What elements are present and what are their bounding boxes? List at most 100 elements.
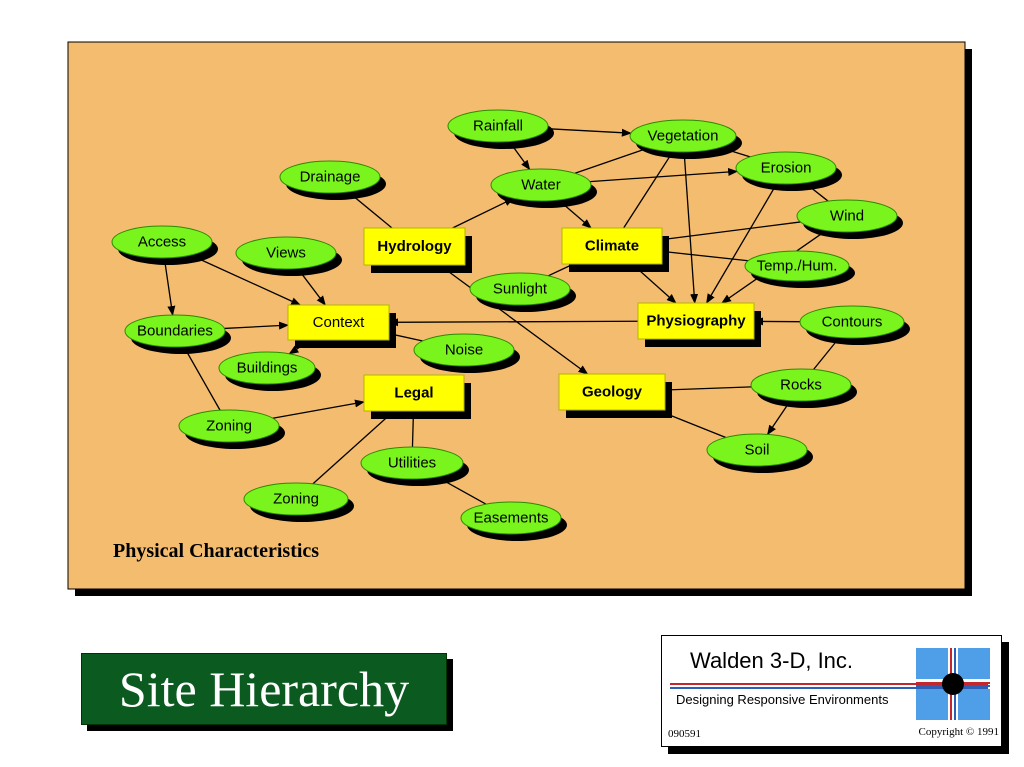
edge-access-boundaries xyxy=(163,257,176,317)
oval-label-wind: Wind xyxy=(830,208,864,225)
oval-shape xyxy=(735,151,837,185)
oval-label-zoning2: Zoning xyxy=(273,491,319,508)
edge-boundaries-zoning1 xyxy=(183,346,221,411)
oval-label-contours: Contours xyxy=(822,314,883,331)
oval-label-rainfall: Rainfall xyxy=(473,118,523,135)
edge-erosion-physiography xyxy=(706,183,778,304)
edge-vegetation-physiography xyxy=(683,151,699,304)
rect-shape xyxy=(363,227,466,266)
rect-shape xyxy=(287,304,390,341)
oval-node-easements: Easements xyxy=(460,501,567,541)
edge-water-vegetation xyxy=(574,147,649,174)
oval-label-zoning1: Zoning xyxy=(206,418,252,435)
oval-label-vegetation: Vegetation xyxy=(648,128,719,145)
oval-label-views: Views xyxy=(266,245,306,262)
oval-shape xyxy=(413,333,515,367)
rect-label-context: Context xyxy=(313,314,366,331)
oval-label-rocks: Rocks xyxy=(780,377,822,394)
copyright-notice: Copyright © 1991 xyxy=(918,726,999,738)
rect-label-physiography: Physiography xyxy=(646,313,746,330)
company-tagline: Designing Responsive Environments xyxy=(676,692,889,707)
oval-label-utilities: Utilities xyxy=(388,455,436,472)
oval-node-erosion: Erosion xyxy=(735,151,842,191)
company-name: Walden 3-D, Inc. xyxy=(690,648,854,673)
oval-label-boundaries: Boundaries xyxy=(137,323,213,340)
rect-node-context: Context xyxy=(287,304,396,348)
oval-shape xyxy=(796,199,898,233)
walden-logo-icon xyxy=(916,648,990,720)
rect-label-legal: Legal xyxy=(394,385,433,402)
oval-shape xyxy=(629,119,737,153)
oval-node-zoning2: Zoning xyxy=(243,482,354,522)
rect-shape xyxy=(637,302,755,340)
oval-node-water: Water xyxy=(490,168,597,208)
edge-access-context xyxy=(190,254,302,306)
oval-label-buildings: Buildings xyxy=(237,360,298,377)
edge-wind-climate xyxy=(661,221,801,241)
oval-node-wind: Wind xyxy=(796,199,903,239)
oval-node-boundaries: Boundaries xyxy=(124,314,231,354)
oval-label-drainage: Drainage xyxy=(300,169,361,186)
oval-shape xyxy=(178,409,280,443)
oval-label-soil: Soil xyxy=(744,442,769,459)
oval-node-temp: Temp./Hum. xyxy=(744,250,855,288)
rect-shape xyxy=(363,374,465,412)
oval-shape xyxy=(243,482,349,516)
page-title: Site Hierarchy xyxy=(81,653,447,725)
oval-shape xyxy=(279,160,381,194)
rect-node-legal: Legal xyxy=(363,374,471,419)
oval-node-contours: Contours xyxy=(799,305,910,345)
edge-boundaries-context xyxy=(224,321,289,330)
edge-water-erosion xyxy=(589,168,739,183)
rect-node-climate: Climate xyxy=(561,227,669,272)
oval-shape xyxy=(744,250,850,282)
diagram-caption: Physical Characteristics xyxy=(113,540,319,562)
oval-node-zoning1: Zoning xyxy=(178,409,285,449)
oval-node-views: Views xyxy=(235,236,342,276)
rect-node-geology: Geology xyxy=(558,373,672,418)
oval-node-utilities: Utilities xyxy=(360,446,469,486)
oval-shape xyxy=(750,368,852,402)
oval-label-access: Access xyxy=(138,234,186,251)
rect-label-climate: Climate xyxy=(585,238,639,255)
oval-shape xyxy=(360,446,464,480)
red-rule xyxy=(670,683,988,685)
oval-node-sunlight: Sunlight xyxy=(469,272,576,312)
oval-label-noise: Noise xyxy=(445,342,483,359)
edge-vegetation-climate xyxy=(623,151,674,229)
oval-node-rainfall: Rainfall xyxy=(447,109,554,149)
rect-label-hydrology: Hydrology xyxy=(377,238,452,255)
oval-node-buildings: Buildings xyxy=(218,351,321,391)
oval-node-noise: Noise xyxy=(413,333,520,373)
oval-label-temp: Temp./Hum. xyxy=(757,258,838,275)
oval-node-vegetation: Vegetation xyxy=(629,119,742,159)
edge-zoning1-legal xyxy=(272,399,365,419)
oval-shape xyxy=(799,305,905,339)
oval-shape xyxy=(447,109,549,143)
blue-rule xyxy=(670,687,988,689)
oval-node-soil: Soil xyxy=(706,433,813,473)
oval-shape xyxy=(460,501,562,535)
oval-shape xyxy=(218,351,316,385)
edge-rocks-geology xyxy=(664,386,752,391)
oval-label-sunlight: Sunlight xyxy=(493,281,548,298)
edge-hydrology-geology xyxy=(439,264,589,375)
edge-zoning2-legal xyxy=(312,410,395,485)
oval-label-easements: Easements xyxy=(473,510,548,527)
company-logo-card: Walden 3-D, Inc. Designing Responsive En… xyxy=(661,635,1002,747)
oval-shape xyxy=(235,236,337,270)
oval-node-rocks: Rocks xyxy=(750,368,857,408)
oval-shape xyxy=(706,433,808,467)
edge-rainfall-vegetation xyxy=(547,128,632,137)
edge-hydrology-water xyxy=(452,197,515,229)
oval-label-erosion: Erosion xyxy=(761,160,812,177)
oval-node-access: Access xyxy=(111,225,218,265)
rect-shape xyxy=(558,373,666,411)
rect-shape xyxy=(561,227,663,265)
edge-physiography-context xyxy=(388,318,639,327)
slide-code: 090591 xyxy=(668,728,701,740)
oval-shape xyxy=(469,272,571,306)
rect-label-geology: Geology xyxy=(582,384,643,401)
